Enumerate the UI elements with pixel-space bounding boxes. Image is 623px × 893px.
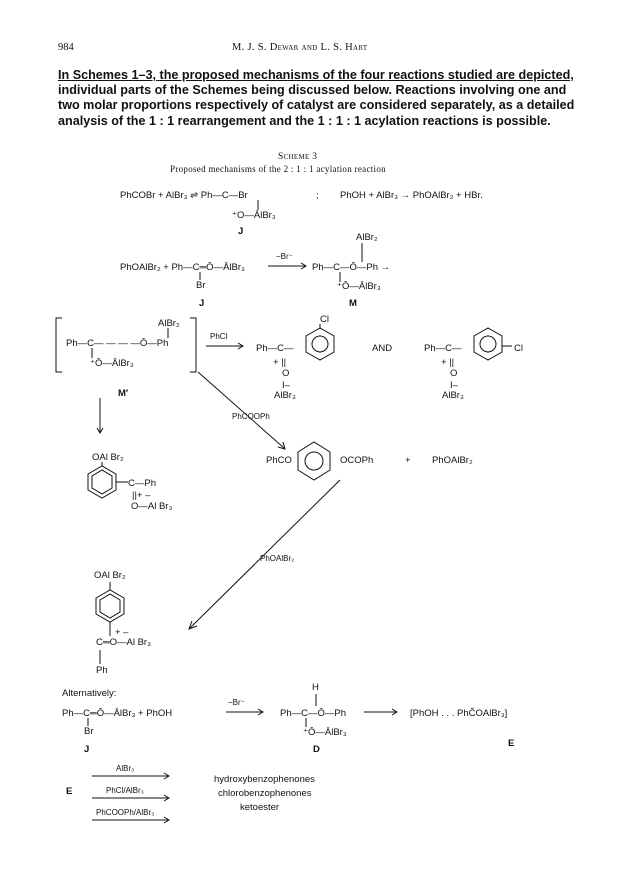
page-number: 984 — [58, 42, 74, 53]
aromatic-circle — [479, 335, 497, 353]
plus-sign: + — [405, 455, 411, 466]
paragraph-line: analysis of the 1 : 1 rearrangement and … — [58, 113, 551, 128]
alt-mid-sub: ⁺Ō—ĀlBr₃ — [303, 727, 347, 738]
body-paragraph: In Schemes 1–3, the proposed mechanisms … — [58, 68, 578, 129]
product-2-o: O — [450, 368, 458, 379]
para-product-charges: + – — [115, 627, 129, 638]
final-product-2: chlorobenzophenones — [218, 788, 312, 799]
reaction-2-product: Ph—C—Ō—Ph → — [312, 262, 391, 273]
arrow-head — [163, 772, 170, 780]
phoalbr2-label: PhOAlBr₂ — [260, 554, 295, 563]
reaction-2-left: PhOAlBr₂ + Ph—C═Ō—ĀlBr₃ — [120, 262, 245, 273]
benzene-inner-ring — [91, 469, 113, 495]
product-1-left: Ph—C— — [256, 343, 294, 354]
alt-arrow-label: −Br⁻ — [228, 698, 245, 707]
product-1-charge: I– — [282, 380, 290, 391]
bracket-substituent: ⁺Ō—ĀlBr₃ — [90, 358, 134, 369]
final-arrow-2-label: PhCl/AlBr₃ — [106, 786, 144, 795]
product-1-albr3: AlBr₃ — [274, 390, 296, 401]
compound-label-m: M — [349, 298, 357, 309]
intermediate-o-albr3: O—Al Br₃ — [131, 501, 173, 512]
arrow-head — [300, 262, 307, 270]
phcooph-label: PhCOOPh — [232, 412, 270, 421]
benzene-inner-ring — [99, 593, 121, 619]
phcl-arrow-label: PhCl — [210, 332, 228, 341]
arrow-head — [163, 816, 170, 824]
ketoester-left: PhCO — [266, 455, 292, 466]
arrow-head — [277, 441, 286, 450]
product-2-charge: I– — [450, 380, 458, 391]
reaction-1-left: PhCOBr + AlBr₃ ⇌ Ph—C—Br — [120, 190, 248, 201]
intermediate-oalbr2: OAl Br₂ — [92, 452, 124, 463]
benzene-ring — [305, 327, 335, 361]
compound-label-j: J — [238, 226, 244, 237]
final-label-e: E — [66, 786, 73, 797]
product-1-bond: + || — [273, 357, 287, 368]
final-product-3: ketoester — [240, 802, 280, 813]
product-2-cl: Cl — [514, 343, 523, 354]
reaction-2-arrow-label: −Br⁻ — [276, 252, 293, 261]
final-arrow-3-label: PhCOOPh/AlBr₃ — [96, 808, 155, 817]
scheme-title: Scheme 3 — [278, 152, 318, 162]
scheme-subtitle: Proposed mechanisms of the 2 : 1 : 1 acy… — [170, 164, 386, 174]
left-square-bracket — [55, 317, 62, 373]
reaction-2-albr2: AlBr₂ — [356, 232, 378, 243]
para-product-carbonyl: C═O—Al Br₃ — [96, 637, 151, 648]
product-1-o: O — [282, 368, 290, 379]
reaction-1-right: PhOH + AlBr₃ → PhOAlBr₂ + HBr. — [340, 190, 483, 201]
intermediate-bond: ||+ – — [132, 490, 151, 501]
product-2-albr3: AlBr₃ — [442, 390, 464, 401]
arrow-head — [163, 794, 170, 802]
product-2-left: Ph—C— — [424, 343, 462, 354]
alt-bracket: [PhOH . . . PhĈOAlBr₃] — [410, 708, 508, 719]
compound-label-m-prime: M′ — [118, 388, 129, 399]
final-arrow-1-label: AlBr₃ — [116, 764, 135, 773]
para-product-oalbr2: OAl Br₂ — [94, 570, 126, 581]
benzene-ring — [297, 441, 331, 481]
paragraph-line: two molar proportions respectively of ca… — [58, 98, 575, 113]
running-title: M. J. S. Dewar and L. S. Hart — [232, 42, 368, 53]
reaction-arrow — [189, 479, 341, 629]
paragraph-line: In Schemes 1–3, the proposed mechanisms … — [58, 68, 574, 82]
para-product-ph: Ph — [96, 665, 108, 676]
arrow-head — [391, 708, 398, 716]
right-square-bracket — [190, 317, 197, 373]
side-product: PhOAlBr₂ — [432, 455, 473, 466]
alt-mid: Ph—C—Ō—Ph — [280, 708, 346, 719]
benzene-ring — [473, 327, 503, 361]
alt-h: H — [312, 682, 319, 693]
aromatic-circle — [311, 335, 329, 353]
alt-br: Br — [84, 726, 94, 737]
reaction-2-product-sub: ⁺Ō—ĀlBr₃ — [337, 281, 381, 292]
arrow-head — [237, 342, 244, 350]
reaction-1-substituent: ⁺O—ĀlBr₃ — [232, 210, 276, 221]
alt-left: Ph—C═Ō—ĀlBr₃ + PhOH — [62, 708, 173, 719]
arrow-head — [188, 620, 198, 630]
product-1-cl: Cl — [320, 314, 329, 325]
bracket-structure: Ph—C— — — —Ō—Ph — [66, 338, 169, 349]
compound-label-j: J — [84, 744, 90, 755]
compound-label-e: E — [508, 738, 515, 749]
paragraph-line: individual parts of the Schemes being di… — [58, 83, 567, 98]
final-product-1: hydroxybenzophenones — [214, 774, 315, 785]
product-2-bond: + || — [441, 357, 455, 368]
compound-label-d: D — [313, 744, 320, 755]
intermediate-c-ph: C—Ph — [128, 478, 156, 489]
aromatic-circle — [304, 451, 324, 471]
benzene-ring — [95, 589, 125, 623]
reaction-arrow — [197, 371, 285, 449]
reaction-2-br: Br — [196, 280, 206, 291]
arrow-head — [96, 427, 104, 434]
and-label: AND — [372, 343, 393, 354]
compound-label-j: J — [199, 298, 205, 309]
arrow-head — [257, 708, 264, 716]
ketoester-right: OCOPh — [340, 455, 374, 466]
alternatively-label: Alternatively: — [62, 688, 117, 699]
bracket-albr2: AlBr₂ — [158, 318, 180, 329]
reaction-1-separator: ; — [316, 190, 319, 201]
